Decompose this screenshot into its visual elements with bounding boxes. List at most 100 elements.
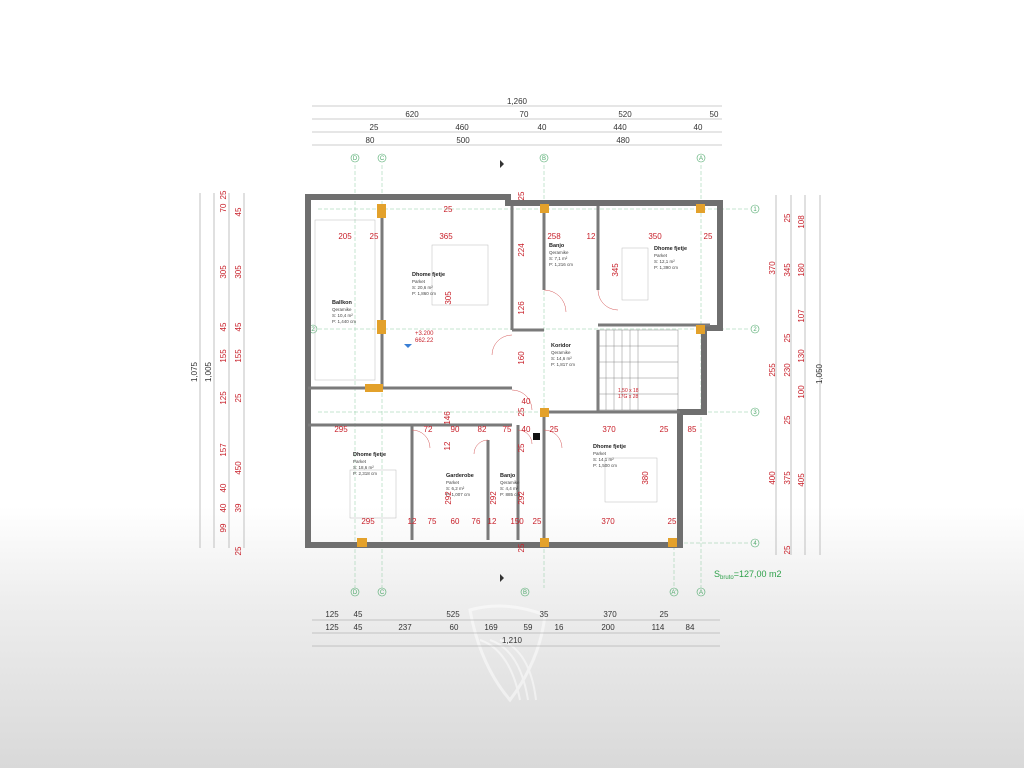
dim-label: 108 (797, 215, 806, 229)
dim-label: 500 (456, 136, 470, 145)
room-finish: Qeramike (549, 250, 569, 255)
room-area: S: 14,6 m² (551, 356, 572, 361)
axis-label: 2 (753, 327, 757, 333)
dim-label: 205 (338, 232, 352, 241)
dim-label: 25 (219, 190, 228, 199)
room-name: Koridor (551, 343, 572, 349)
room-finish: Parket (593, 451, 607, 456)
axis-markers-bottom: D C B A' A (350, 587, 706, 597)
room-area: S: 20,6 m² (412, 285, 433, 290)
dim-label: 99 (219, 523, 228, 532)
dim-label: 160 (517, 351, 526, 365)
watermark-logo (468, 604, 547, 703)
dim-label: 255 (768, 363, 777, 377)
dim-label: 345 (611, 263, 620, 277)
dim-label: 40 (694, 123, 703, 132)
dim-label: 1,050 (815, 363, 824, 384)
dim-label: 480 (616, 136, 630, 145)
level-value: 662.22 (415, 338, 434, 344)
dim-label: 25 (234, 546, 243, 555)
room-name: Dhome fjetje (353, 452, 386, 458)
dim-label: 155 (219, 349, 228, 363)
dim-label: 150 (510, 517, 524, 526)
room-koridor: Koridor Qeramike S: 14,6 m² P: 1,817 cm (551, 343, 575, 367)
room-perimeter: P: 1,440 cm (332, 319, 356, 324)
axis-label: D (353, 590, 358, 596)
dim-label: 70 (219, 203, 228, 212)
room-perimeter: P: 1,500 cm (593, 463, 617, 468)
room-finish: Parket (654, 253, 668, 258)
room-banjo-2: Banjo Qeramike S: 4,4 m² P: 885 cm (500, 473, 521, 497)
dim-label: 520 (618, 110, 632, 119)
dim-label: 350 (648, 232, 662, 241)
dim-label: 76 (472, 517, 481, 526)
dim-label: 82 (478, 425, 487, 434)
dim-label: 12 (408, 517, 417, 526)
dim-label: 25 (517, 407, 526, 416)
dim-label: 224 (517, 243, 526, 257)
stairs (597, 329, 679, 411)
dim-label: 84 (686, 623, 695, 632)
dim-label: 60 (450, 623, 459, 632)
dim-label: 107 (797, 309, 806, 323)
room-banjo-1: Banjo Qeramike S: 7,1 m² P: 1,216 cm (549, 243, 573, 267)
dim-label: 237 (398, 623, 412, 632)
dim-label: 25 (550, 425, 559, 434)
room-finish: Parket (412, 279, 426, 284)
dim-label: 169 (484, 623, 498, 632)
dim-label: 295 (361, 517, 375, 526)
room-ballkon: Ballkon Qeramike S: 10,4 m² P: 1,440 cm (332, 300, 356, 324)
room-dhome-fjetje-4: Dhome fjetje Parket S: 14,1 m² P: 1,500 … (593, 444, 626, 468)
axis-label: A (699, 156, 703, 162)
room-dhome-fjetje-2: Dhome fjetje Parket S: 12,1 m² P: 1,390 … (654, 246, 687, 270)
left-dim-col-b: 25 45 305 45 155 25 40 39 25 (219, 190, 243, 555)
dim-label: 114 (652, 623, 665, 632)
dim-label: 126 (517, 301, 526, 315)
interior-dims-upper: 205 25 365 25 258 12 350 25 25 224 126 1… (338, 191, 713, 485)
dim-label: 60 (451, 517, 460, 526)
dim-label: 75 (428, 517, 437, 526)
room-area: S: 10,4 m² (332, 313, 353, 318)
room-perimeter: P: 2,318 cm (353, 471, 377, 476)
right-dimension-lines (775, 195, 821, 555)
dim-label: 25 (668, 517, 677, 526)
dim-label: 45 (354, 610, 363, 619)
dim-label: 1,210 (502, 636, 523, 645)
dim-label: 25 (517, 191, 526, 200)
axis-label: C (380, 590, 385, 596)
top-dim-row1: 1,260 (507, 97, 528, 106)
right-dim-col-c: 108 180 107 130 100 405 (797, 215, 806, 487)
dim-label: 80 (366, 136, 375, 145)
dim-label: 45 (234, 322, 243, 331)
dim-label: 380 (641, 471, 650, 485)
top-dim-row4: 80 500 480 (366, 136, 631, 145)
dim-label: 59 (524, 623, 533, 632)
room-perimeter: P: 1,216 cm (549, 262, 573, 267)
dim-label: 25 (783, 415, 792, 424)
dim-label: 1,005 (204, 361, 213, 382)
axis-label: 2 (311, 327, 315, 333)
dim-label: 200 (601, 623, 615, 632)
axis-label: C (380, 156, 385, 162)
room-finish: Qeramike (500, 480, 520, 485)
dim-label: 70 (520, 110, 529, 119)
dim-label: 25 (370, 232, 379, 241)
dim-label: 25 (783, 213, 792, 222)
room-name: Dhome fjetje (593, 444, 626, 450)
top-dimension-lines (312, 105, 722, 146)
dim-label: 25 (444, 205, 453, 214)
dim-label: 405 (797, 473, 806, 487)
axis-markers-right: 1 2 3 4 (750, 204, 760, 548)
room-name: Garderobe (446, 473, 474, 479)
dim-label: 258 (547, 232, 561, 241)
dim-label: 305 (219, 265, 228, 279)
dim-label: 45 (219, 322, 228, 331)
dim-label: 45 (234, 207, 243, 216)
door-swings (411, 289, 619, 455)
dim-label: 25 (234, 393, 243, 402)
dim-label: 25 (517, 543, 526, 552)
interior-dims-mid-row: 295 72 90 82 75 40 (334, 397, 531, 434)
dim-label: 157 (219, 443, 228, 457)
axis-label: D (353, 156, 358, 162)
